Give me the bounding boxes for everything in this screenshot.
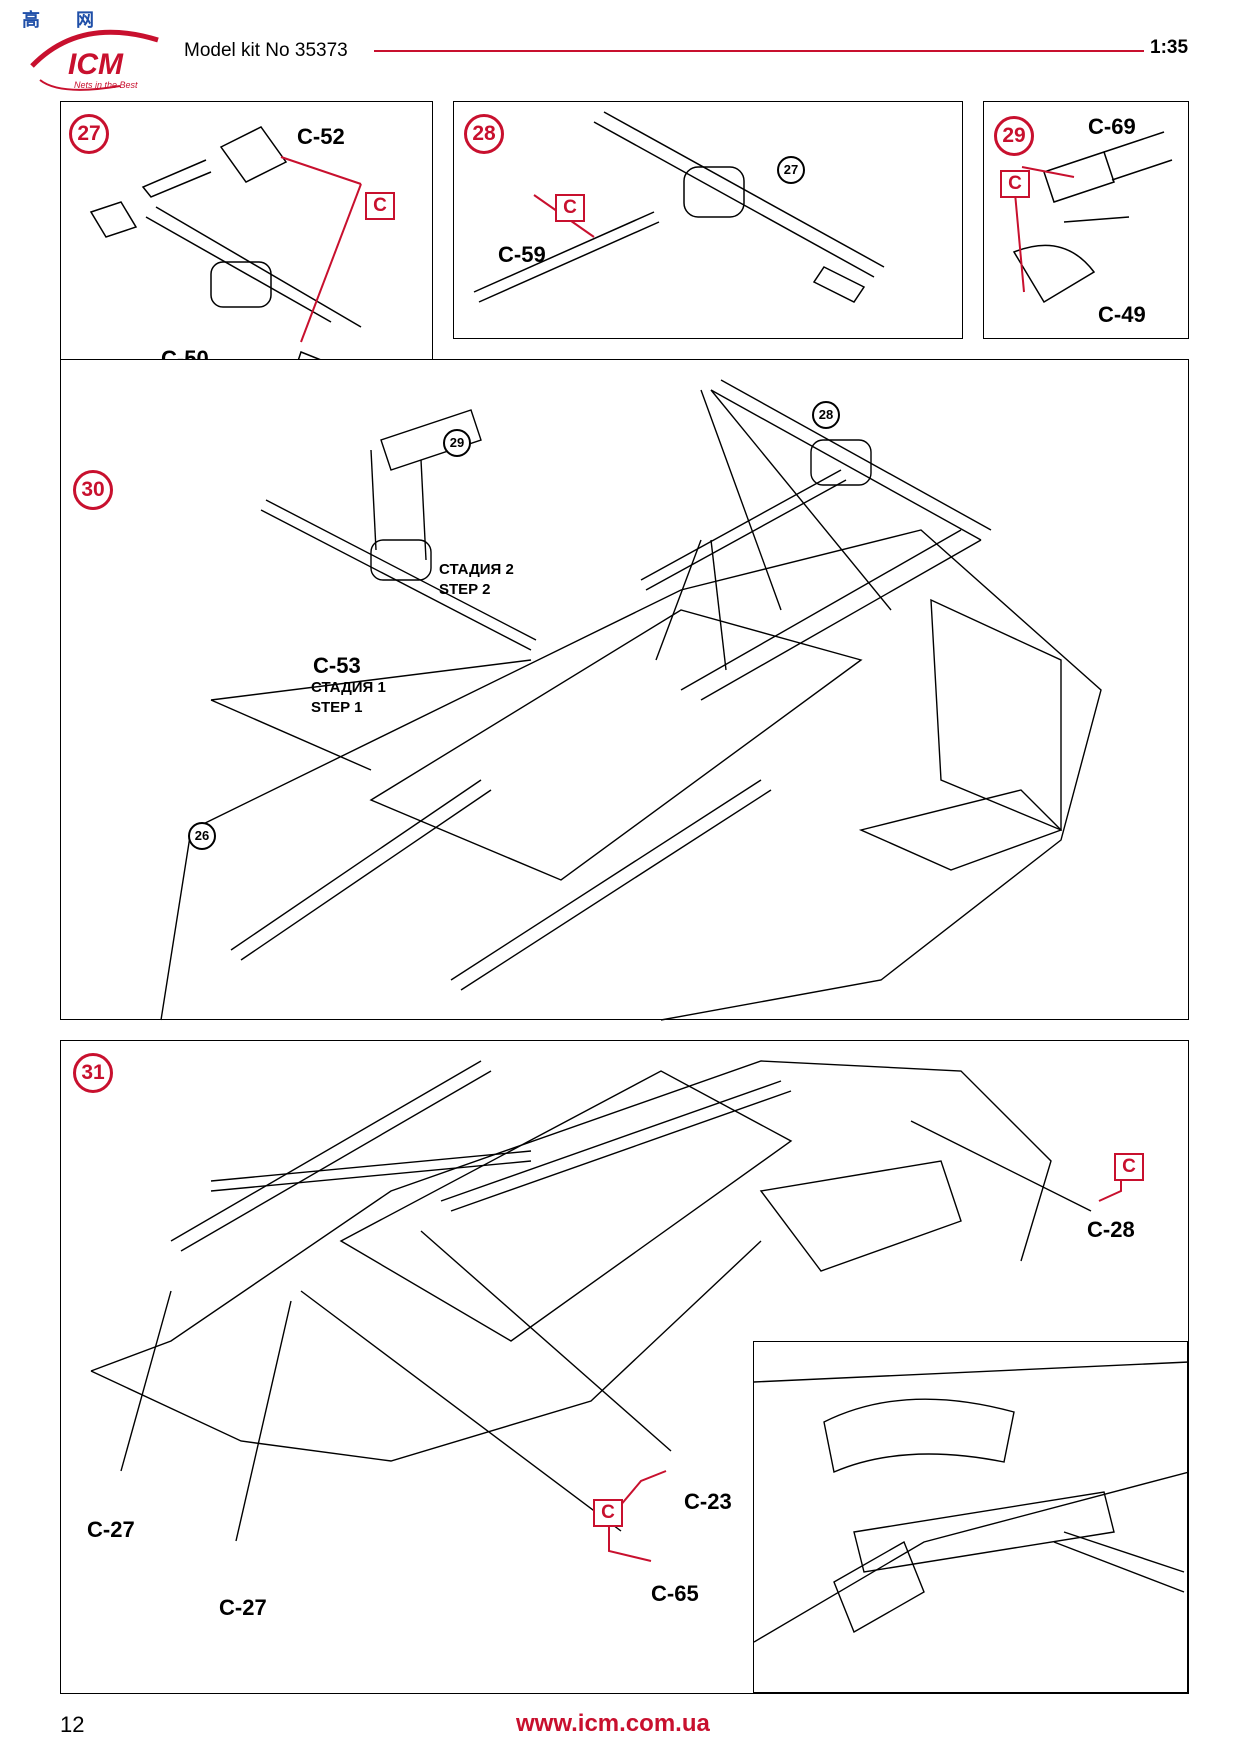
logo-tagline: Nets in the Best — [74, 80, 138, 90]
step-28-badge: 28 — [464, 114, 504, 154]
part-label-c52: C-52 — [297, 124, 345, 149]
scale-label: 1:35 — [1150, 37, 1189, 58]
step-29-badge: 29 — [994, 116, 1034, 156]
step-29-drawing — [1012, 131, 1173, 304]
part-label-c59: C-59 — [498, 242, 546, 267]
step-28-panel: 28 27 C C-59 — [453, 101, 963, 339]
stage-1-en: STEP 1 — [311, 699, 363, 716]
step-30-panel: 30 29 28 26 СТАДИЯ 2 STEP 2 C-53 СТАДИЯ … — [60, 359, 1189, 1021]
sprue-c-box: C — [1000, 170, 1030, 198]
ref-step-29: 29 — [443, 429, 471, 457]
ref-step-28: 28 — [812, 401, 840, 429]
icm-logo-graphic — [30, 29, 159, 91]
icm-logo: ICM Nets in the Best 高 网 — [20, 6, 170, 98]
watermark-char-2: 网 — [76, 10, 94, 30]
step-27-badge: 27 — [69, 114, 109, 154]
model-kit-title: Model kit No 35373 — [184, 40, 348, 61]
step-29-panel: 29 C-69 C C-49 — [983, 101, 1189, 339]
part-label-c69: C-69 — [1088, 114, 1136, 139]
step-30-badge: 30 — [73, 470, 113, 510]
stage-2-en: STEP 2 — [439, 581, 491, 598]
part-label-c27-left: C-27 — [87, 1517, 135, 1542]
sprue-c-box: C — [365, 192, 395, 220]
sprue-c-box: C — [1114, 1153, 1144, 1181]
step-30-drawing — [160, 379, 1102, 1021]
detail-inset — [753, 1341, 1189, 1693]
part-label-c53: C-53 — [313, 653, 361, 678]
ref-step-26: 26 — [188, 822, 216, 850]
step-28-drawing — [473, 111, 885, 303]
header-rule — [374, 50, 1144, 52]
step-31-panel: 31 C C-28 C-27 C-27 C-23 C C-65 — [60, 1040, 1189, 1694]
logo-text: ICM — [68, 48, 123, 81]
step-31-badge: 31 — [73, 1053, 113, 1093]
sprue-c-box: C — [593, 1499, 623, 1527]
ref-step-27: 27 — [777, 156, 805, 184]
part-label-c49: C-49 — [1098, 302, 1146, 327]
page-number: 12 — [60, 1712, 85, 1737]
stage-2-ru: СТАДИЯ 2 — [439, 561, 514, 578]
part-label-c28: C-28 — [1087, 1217, 1135, 1242]
website-link[interactable]: www.icm.com.ua — [516, 1710, 710, 1737]
step-31-drawing — [90, 1060, 1122, 1562]
watermark-char-1: 高 — [22, 10, 40, 30]
stage-1-ru: СТАДИЯ 1 — [311, 679, 386, 696]
part-label-c23: C-23 — [684, 1489, 732, 1514]
part-label-c27-right: C-27 — [219, 1595, 267, 1620]
sprue-c-box: C — [555, 194, 585, 222]
part-label-c65: C-65 — [651, 1581, 699, 1606]
detail-inset-drawing — [754, 1361, 1189, 1643]
